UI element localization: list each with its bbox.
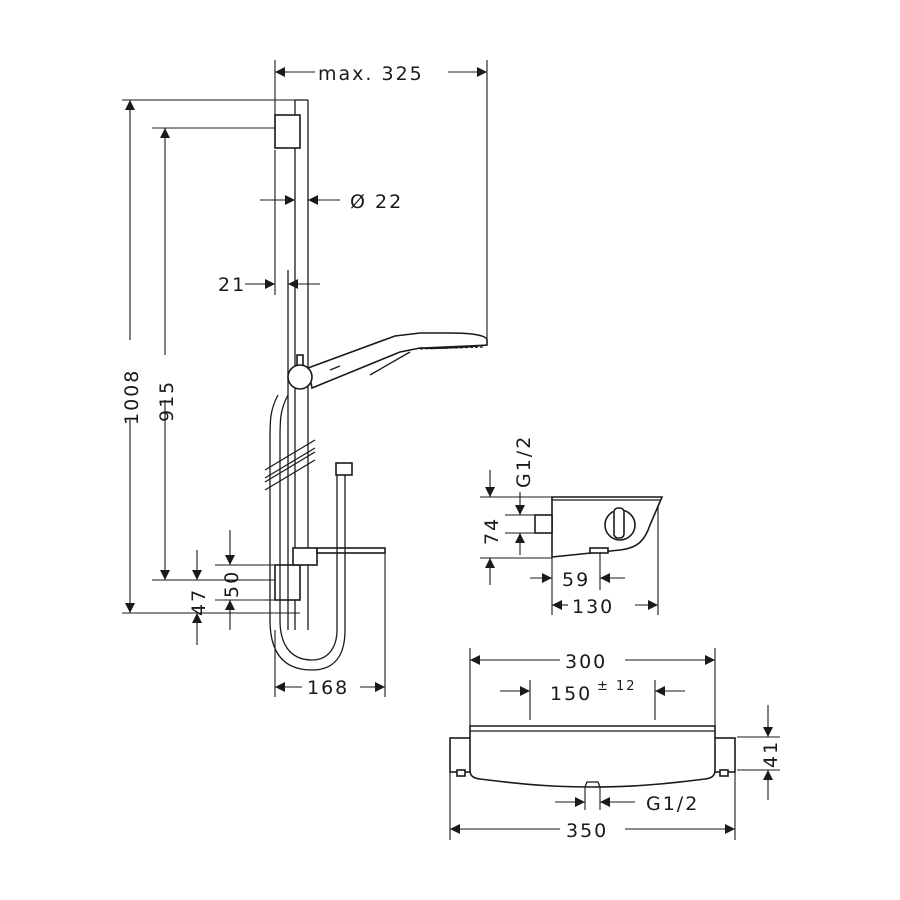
hand-shower	[307, 332, 488, 390]
projection-label: 168	[307, 677, 349, 699]
thermostat-side-view: 74 G1/2 59 130	[480, 435, 664, 618]
shower-holder	[287, 364, 313, 390]
thermostat-body	[469, 725, 716, 788]
outlet	[584, 781, 601, 788]
centre-distance-label: 150	[550, 683, 592, 705]
right-end-cap	[712, 737, 736, 773]
shelf-hook	[316, 547, 386, 554]
inlet	[534, 514, 553, 534]
front-width-label: 300	[565, 651, 607, 673]
front-height-label: 41	[760, 740, 782, 768]
rail-dimensions: max. 325 Ø 22 21 1008 915 50 47 168	[121, 60, 488, 699]
slider	[292, 547, 318, 566]
bracket-a-label: 50	[221, 570, 243, 598]
centre-tolerance-label: ± 12	[597, 679, 637, 694]
total-height-label: 1008	[121, 369, 143, 425]
rail-diameter-label: Ø 22	[350, 191, 403, 213]
overall-width-label: 350	[566, 820, 608, 842]
hose	[269, 270, 346, 671]
thermostat-front-view: 300 150 ± 12 41 G1/2 350	[449, 648, 782, 842]
hose-connector	[335, 462, 353, 476]
side-thread-label: G1/2	[513, 435, 535, 488]
side-height-label: 74	[481, 517, 503, 545]
break-lines	[264, 439, 316, 491]
outlet-thread-label: G1/2	[646, 793, 699, 815]
rail-length-label: 915	[156, 380, 178, 422]
bracket-b-label: 47	[188, 588, 210, 616]
side-inlet-label: 59	[562, 569, 590, 591]
left-end-cap	[449, 737, 473, 773]
wall-offset-label: 21	[218, 274, 246, 296]
side-depth-label: 130	[572, 596, 614, 618]
top-wall-bracket	[274, 114, 301, 149]
shower-rail-assembly	[264, 99, 488, 671]
max-reach-label: max. 325	[318, 63, 424, 85]
